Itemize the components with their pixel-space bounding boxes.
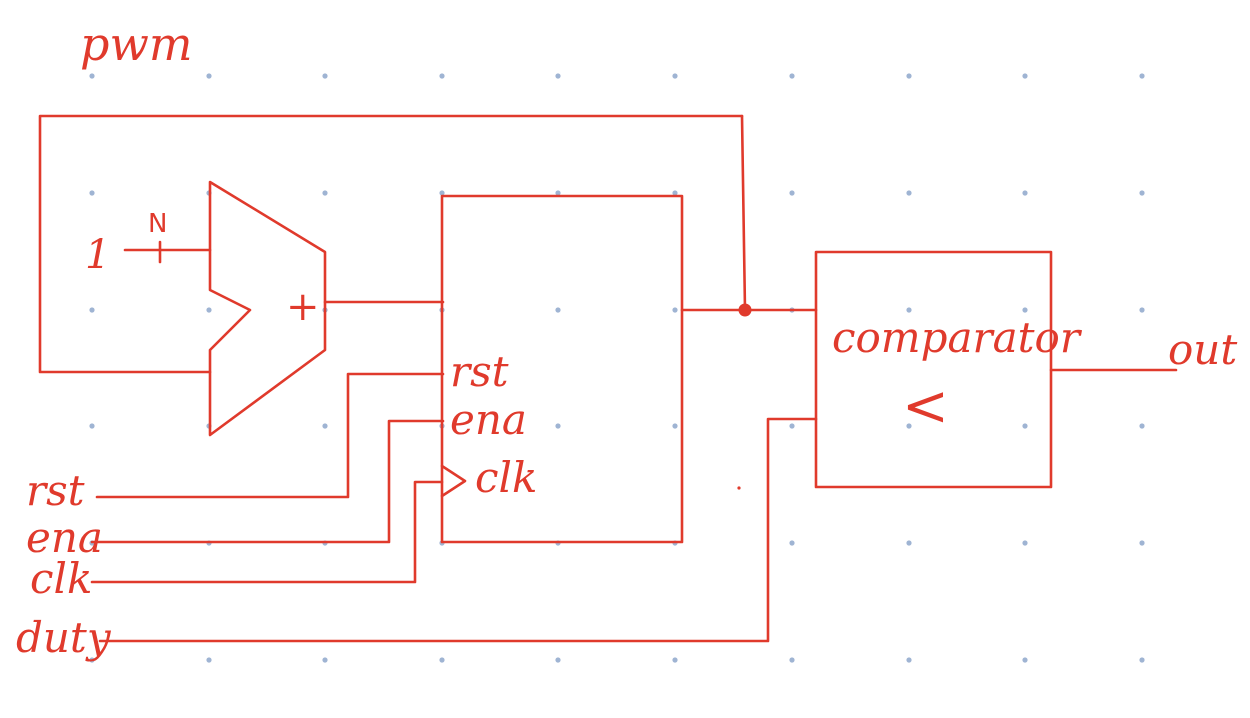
input-label-ena: ena (26, 513, 103, 562)
grid-dot (1022, 540, 1028, 546)
grid-dot (89, 657, 95, 663)
dot-grid (89, 73, 1145, 663)
grid-dot (1139, 423, 1145, 429)
register-port-clk: clk (475, 453, 537, 502)
register-port-ena: ena (450, 395, 527, 444)
grid-dot (906, 423, 912, 429)
grid-dot (322, 73, 328, 79)
grid-dot (555, 73, 561, 79)
adder-block (208, 180, 327, 437)
input-label-duty: duty (16, 613, 112, 662)
grid-dot (1022, 423, 1028, 429)
adder-op-label: + (286, 284, 320, 330)
ena-wire (90, 419, 445, 544)
grid-dot (322, 423, 328, 429)
grid-dot (906, 540, 912, 546)
feedback-wire (38, 114, 744, 374)
comparator-block (814, 250, 1053, 489)
grid-dot (89, 190, 95, 196)
grid-dot (206, 307, 212, 313)
grid-dot (789, 73, 795, 79)
grid-dot (672, 423, 678, 429)
grid-dot (89, 73, 95, 79)
grid-dot (1139, 540, 1145, 546)
grid-dot (322, 657, 328, 663)
bus-width-label: N (148, 209, 167, 239)
grid-dot (555, 423, 561, 429)
input-label-rst: rst (26, 466, 85, 515)
feedback-tap-wire (740, 114, 747, 312)
rst-wire (95, 372, 445, 499)
grid-dot (906, 73, 912, 79)
grid-dot (1022, 73, 1028, 79)
grid-dot (1022, 307, 1028, 313)
grid-dot (1139, 307, 1145, 313)
grid-dot (322, 190, 328, 196)
grid-dot (672, 307, 678, 313)
clk-wire (90, 480, 444, 584)
adder-constant-label: 1 (85, 232, 110, 278)
grid-dot (439, 190, 445, 196)
duty-wire (98, 417, 818, 643)
comparator-label: comparator (832, 313, 1083, 362)
grid-dot (672, 657, 678, 663)
grid-dot (1139, 190, 1145, 196)
grid-dot (89, 423, 95, 429)
grid-dot (789, 423, 795, 429)
grid-dot (906, 657, 912, 663)
grid-dot (439, 657, 445, 663)
grid-dot (206, 73, 212, 79)
grid-dot (555, 307, 561, 313)
register-block (440, 194, 684, 544)
grid-dot (906, 190, 912, 196)
grid-dot (789, 540, 795, 546)
diagram-title: pwm (80, 17, 192, 71)
grid-dot (789, 190, 795, 196)
grid-dot (206, 657, 212, 663)
grid-dot (439, 73, 445, 79)
grid-dot (555, 657, 561, 663)
grid-dot (1022, 190, 1028, 196)
register-port-rst: rst (450, 347, 509, 396)
grid-dot (906, 307, 912, 313)
grid-dot (1022, 657, 1028, 663)
grid-dot (789, 657, 795, 663)
grid-dot (555, 190, 561, 196)
input-label-clk: clk (30, 554, 92, 603)
junction-dot (738, 303, 752, 317)
stray-ink-dot (737, 486, 741, 490)
grid-dot (672, 73, 678, 79)
comparator-op-label: < (902, 374, 949, 439)
grid-dot (89, 307, 95, 313)
output-label: out (1168, 325, 1237, 374)
grid-dot (672, 190, 678, 196)
clock-edge-symbol (440, 464, 467, 498)
grid-dot (1139, 73, 1145, 79)
grid-dot (1139, 657, 1145, 663)
